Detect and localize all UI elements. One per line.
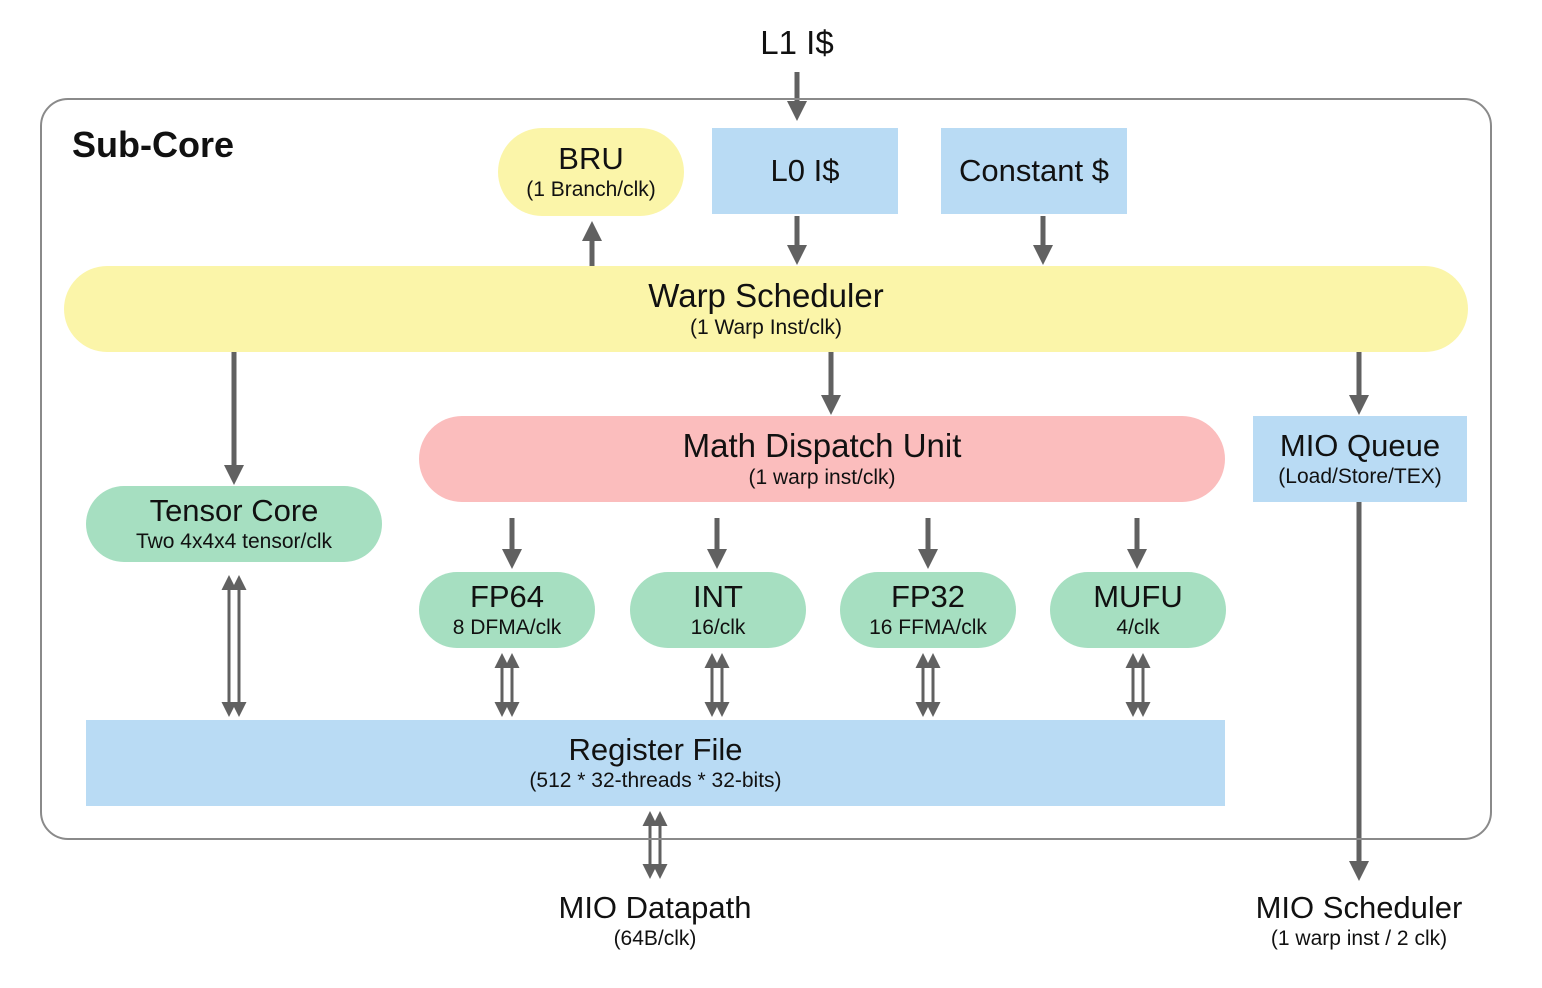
bru-title: BRU bbox=[558, 141, 624, 177]
mio-queue-subtitle: (Load/Store/TEX) bbox=[1278, 464, 1442, 488]
warp-scheduler-title: Warp Scheduler bbox=[648, 276, 884, 314]
mio-scheduler-label: MIO Scheduler (1 warp inst / 2 clk) bbox=[1214, 890, 1504, 952]
bru-block: BRU (1 Branch/clk) bbox=[498, 128, 684, 216]
mio-datapath-subtitle: (64B/clk) bbox=[613, 926, 697, 950]
register-file-block: Register File (512 * 32-threads * 32-bit… bbox=[86, 720, 1225, 806]
mio-queue-block: MIO Queue (Load/Store/TEX) bbox=[1253, 416, 1467, 502]
constant-cache-title: Constant $ bbox=[959, 153, 1109, 189]
mufu-unit-block: MUFU 4/clk bbox=[1050, 572, 1226, 648]
mufu-title: MUFU bbox=[1093, 579, 1183, 615]
fp32-subtitle: 16 FFMA/clk bbox=[869, 615, 987, 639]
mio-scheduler-title: MIO Scheduler bbox=[1255, 890, 1463, 925]
constant-cache-block: Constant $ bbox=[941, 128, 1127, 214]
bru-subtitle: (1 Branch/clk) bbox=[526, 177, 656, 201]
int-unit-block: INT 16/clk bbox=[630, 572, 806, 648]
register-file-subtitle: (512 * 32-threads * 32-bits) bbox=[529, 768, 782, 792]
mio-scheduler-subtitle: (1 warp inst / 2 clk) bbox=[1270, 926, 1448, 950]
l0-icache-block: L0 I$ bbox=[712, 128, 898, 214]
mufu-subtitle: 4/clk bbox=[1116, 615, 1160, 639]
sub-core-label: Sub-Core bbox=[72, 124, 234, 165]
sub-core-frame bbox=[40, 98, 1492, 840]
fp64-subtitle: 8 DFMA/clk bbox=[452, 615, 562, 639]
fp32-title: FP32 bbox=[890, 579, 966, 615]
fp64-title: FP64 bbox=[469, 579, 545, 615]
tensor-core-title: Tensor Core bbox=[149, 493, 319, 529]
tensor-core-subtitle: Two 4x4x4 tensor/clk bbox=[135, 529, 333, 553]
math-dispatch-subtitle: (1 warp inst/clk) bbox=[748, 465, 896, 489]
fp64-unit-block: FP64 8 DFMA/clk bbox=[419, 572, 595, 648]
mio-datapath-label: MIO Datapath (64B/clk) bbox=[505, 890, 805, 952]
warp-scheduler-subtitle: (1 Warp Inst/clk) bbox=[689, 315, 843, 339]
tensor-core-block: Tensor Core Two 4x4x4 tensor/clk bbox=[86, 486, 382, 562]
int-subtitle: 16/clk bbox=[690, 615, 746, 639]
math-dispatch-title: Math Dispatch Unit bbox=[682, 426, 962, 464]
mio-queue-title: MIO Queue bbox=[1279, 428, 1441, 464]
l0-icache-title: L0 I$ bbox=[770, 153, 840, 189]
mio-datapath-title: MIO Datapath bbox=[558, 890, 752, 925]
math-dispatch-block: Math Dispatch Unit (1 warp inst/clk) bbox=[419, 416, 1225, 502]
warp-scheduler-block: Warp Scheduler (1 Warp Inst/clk) bbox=[64, 266, 1468, 352]
int-title: INT bbox=[693, 579, 743, 615]
l1-icache-label: L1 I$ bbox=[760, 24, 834, 61]
register-file-title: Register File bbox=[568, 732, 743, 768]
fp32-unit-block: FP32 16 FFMA/clk bbox=[840, 572, 1016, 648]
